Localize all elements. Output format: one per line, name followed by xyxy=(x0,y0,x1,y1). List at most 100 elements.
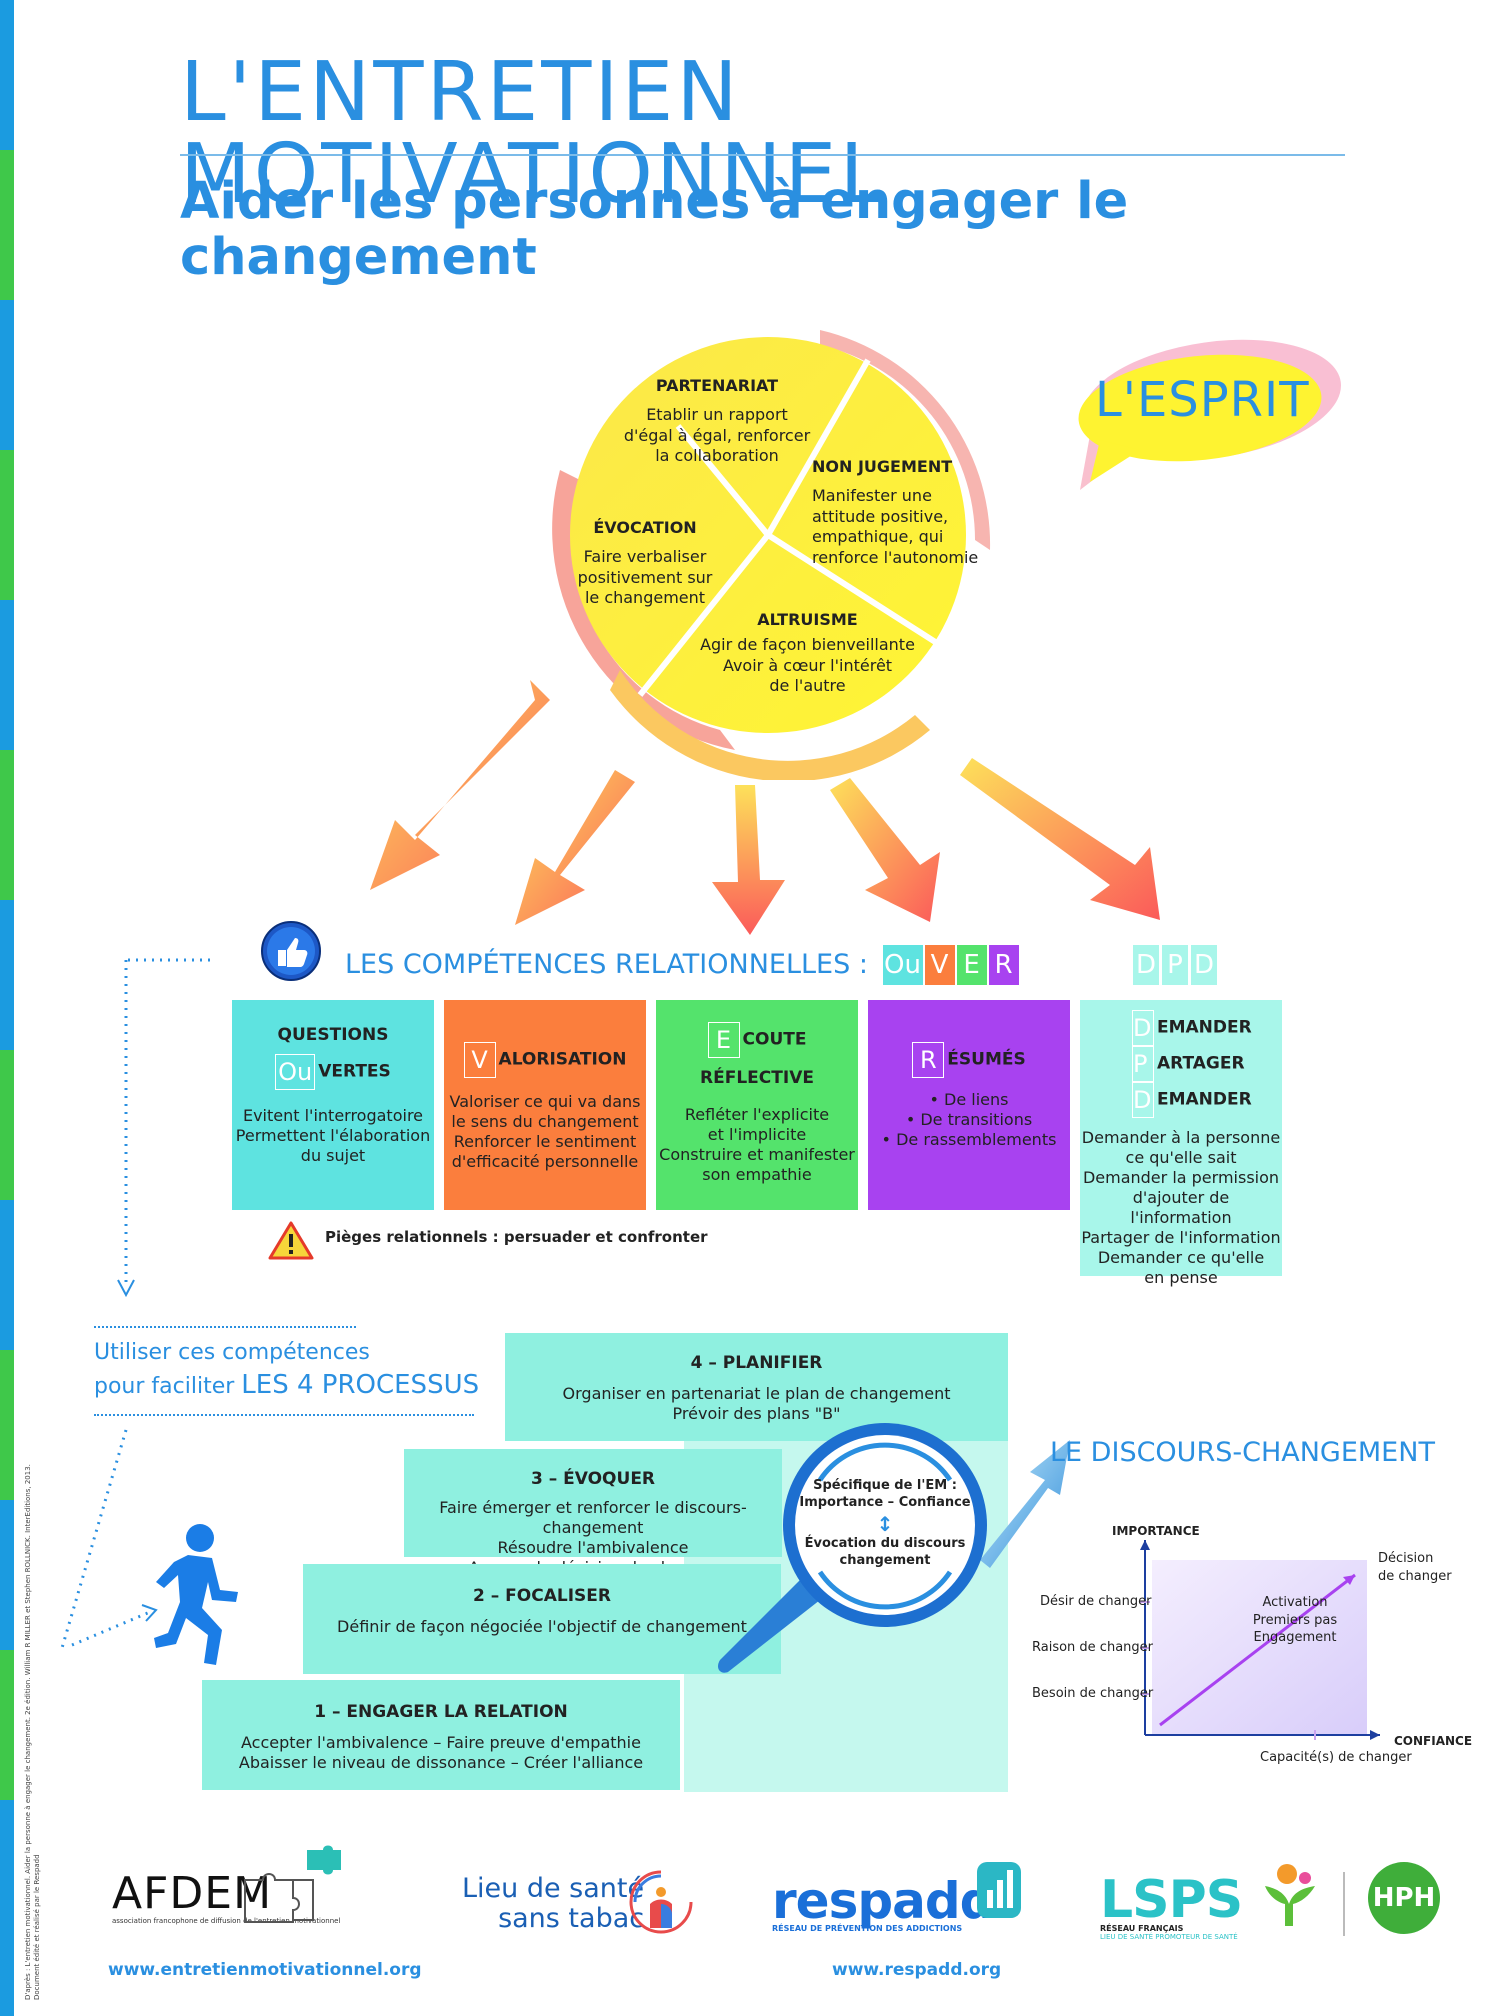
step-1-line-1: Accepter l'ambivalence – Faire preuve d'… xyxy=(241,1733,641,1753)
card-dpd-line-2: ce qu'elle sait xyxy=(1125,1148,1237,1167)
card-dpd-rest-2: ARTAGER xyxy=(1157,1053,1245,1074)
card-valorisation-line-4: d'efficacité personnelle xyxy=(451,1152,639,1171)
runner-icon xyxy=(154,1524,238,1665)
dpd-letter-p: P xyxy=(1162,945,1188,985)
card-ecoute-line-1: Refléter l'explicite xyxy=(684,1105,830,1125)
step-3-line-1: Faire émerger et renforcer le discours-c… xyxy=(439,1498,747,1538)
card-resumes-rest: ÉSUMÉS xyxy=(947,1049,1026,1070)
non-jugement-text-1: Manifester une xyxy=(812,485,932,505)
processus-intro-highlight: LES 4 PROCESSUS xyxy=(241,1369,480,1400)
side-credit: D'après : L'entretien motivationnel. Aid… xyxy=(24,1460,42,2000)
lieu-logo-line-1: Lieu de santé xyxy=(462,1873,645,1904)
x-tick-capacite: Capacité(s) de changer xyxy=(1260,1750,1412,1765)
card-resumes-line-1: • De liens xyxy=(929,1090,1009,1109)
non-jugement-text-4: renforce l'autonomie xyxy=(812,548,979,568)
title-divider xyxy=(180,154,1345,156)
esprit-label: L'ESPRIT xyxy=(1095,372,1310,428)
non-jugement-text-2: attitude positive, xyxy=(812,506,949,526)
card-questions-letter: Ou xyxy=(275,1054,316,1091)
hph-logo: HPH xyxy=(1368,1862,1440,1934)
card-valorisation-line-2: le sens du changement xyxy=(451,1112,639,1131)
step-3-evoquer: 3 – ÉVOQUER Faire émerger et renforcer l… xyxy=(404,1449,782,1577)
lieu-sans-tabac-logo: Lieu de santé sans tabac xyxy=(462,1873,645,1935)
respadd-logo: respadd RÉSEAU DE PRÉVENTION DES ADDICTI… xyxy=(772,1872,995,1933)
ouver-letter-ou: Ou xyxy=(882,945,923,985)
evocation-text-1: Faire verbaliser xyxy=(583,546,707,566)
card-ecoute-second: RÉFLECTIVE xyxy=(700,1068,814,1088)
afdem-logo-sub: association francophone de diffusion de … xyxy=(112,1917,341,1925)
step-2-heading: 2 – FOCALISER xyxy=(473,1586,611,1606)
loupe-line-2: Importance – Confiance xyxy=(799,1494,971,1510)
processus-divider-bottom xyxy=(94,1414,474,1416)
step-3-heading: 3 – ÉVOQUER xyxy=(530,1469,656,1489)
graph-inside-1: Activation xyxy=(1262,1595,1328,1610)
card-dpd-line-1: Demander à la personne xyxy=(1081,1128,1281,1147)
loupe-text: Spécifique de l'EM : Importance – Confia… xyxy=(795,1478,975,1570)
processus-intro-line-1: Utiliser ces compétences xyxy=(94,1340,370,1365)
lsps-logo-name: LSPS xyxy=(1100,1870,1243,1930)
loupe-line-4: changement xyxy=(839,1552,931,1568)
y-tick-desir: Désir de changer xyxy=(1040,1594,1152,1609)
esprit-speech-bubble xyxy=(1078,339,1341,490)
step-4-line-2: Prévoir des plans "B" xyxy=(672,1404,841,1424)
page-title: L'ENTRETIEN MOTIVATIONNEL xyxy=(180,45,889,222)
thumbs-up-icon xyxy=(261,921,321,981)
graph-decision: Décision de changer xyxy=(1378,1550,1452,1585)
card-resumes-line-3: • De rassemblements xyxy=(881,1130,1057,1149)
card-valorisation-letter: V xyxy=(463,1042,496,1078)
hph-logo-text: HPH xyxy=(1372,1883,1436,1913)
card-valorisation-line-1: Valoriser ce qui va dans xyxy=(449,1092,641,1111)
partenariat-text-2: d'égal à égal, renforcer xyxy=(623,425,811,445)
graph-decision-2: de changer xyxy=(1378,1568,1452,1584)
footer-url-respadd[interactable]: www.respadd.org xyxy=(832,1960,1002,1980)
card-dpd-letter-3: D xyxy=(1132,1082,1154,1118)
ouver-letter-e: E xyxy=(956,945,987,985)
graph-inside-3: Engagement xyxy=(1253,1630,1337,1646)
card-ecoute-line-3: Construire et manifester xyxy=(659,1145,855,1165)
partenariat-text-3: la collaboration xyxy=(655,446,779,466)
respadd-logo-name: respadd xyxy=(772,1872,995,1930)
card-dpd-letter-2: P xyxy=(1132,1046,1154,1082)
dotted-path-runner xyxy=(60,1429,158,1649)
card-ecoute-rest: COUTE xyxy=(742,1029,807,1050)
loupe-line-3: Évocation du discours xyxy=(804,1535,966,1551)
dpd-letter-d2: D xyxy=(1191,945,1217,985)
card-dpd-line-6: Demander ce qu'elle xyxy=(1097,1248,1265,1267)
non-jugement-segment: NON JUGEMENT Manifester une attitude pos… xyxy=(812,457,987,569)
processus-intro: Utiliser ces compétences pour faciliter … xyxy=(94,1338,479,1403)
card-dpd-line-5: Partager de l'information xyxy=(1081,1228,1281,1247)
dotted-path-connector xyxy=(117,958,210,1298)
lsps-logo-sub-1: RÉSEAU FRANÇAIS xyxy=(1100,1924,1184,1933)
step-1-line-2: Abaisser le niveau de dissonance – Créer… xyxy=(238,1753,644,1773)
page-subtitle: Aider les personnes à engager le changem… xyxy=(180,172,1129,288)
evocation-segment: ÉVOCATION Faire verbaliser positivement … xyxy=(555,518,735,609)
card-valorisation-line-3: Renforcer le sentiment xyxy=(453,1132,637,1151)
card-dpd-rest-3: EMANDER xyxy=(1157,1089,1252,1110)
non-jugement-heading: NON JUGEMENT xyxy=(812,457,953,476)
lieu-logo-line-2: sans tabac xyxy=(498,1903,645,1935)
processus-intro-line-2: pour faciliter xyxy=(94,1373,235,1399)
dpd-letter-d1: D xyxy=(1133,945,1159,985)
y-tick-besoin: Besoin de changer xyxy=(1032,1686,1154,1701)
altruisme-text-2: Avoir à cœur l'intérêt xyxy=(722,655,893,675)
evocation-text-3: le changement xyxy=(584,588,706,608)
card-dpd-line-4: d'ajouter de l'information xyxy=(1130,1188,1232,1227)
card-ecoute-letter: E xyxy=(707,1022,740,1058)
step-2-focaliser: 2 – FOCALISER Définir de façon négociée … xyxy=(303,1564,781,1674)
altruisme-heading: ALTRUISME xyxy=(757,610,858,629)
lsps-logo: LSPS RÉSEAU FRANÇAIS LIEU DE SANTÉ PROMO… xyxy=(1100,1870,1243,1941)
esprit-pie-graphic xyxy=(552,330,991,780)
left-color-stripe xyxy=(0,0,14,2016)
evocation-heading: ÉVOCATION xyxy=(593,518,697,537)
footer-divider xyxy=(1343,1872,1345,1936)
side-credit-text: D'après : L'entretien motivationnel. Aid… xyxy=(24,1464,42,2000)
card-questions-line-3: du sujet xyxy=(300,1146,366,1166)
lieu-sans-tabac-icon xyxy=(629,1870,693,1934)
discours-title: LE DISCOURS-CHANGEMENT xyxy=(1050,1437,1435,1468)
footer-url-entretien[interactable]: www.entretienmotivationnel.org xyxy=(108,1960,422,1980)
card-resumes-letter: R xyxy=(912,1042,945,1078)
